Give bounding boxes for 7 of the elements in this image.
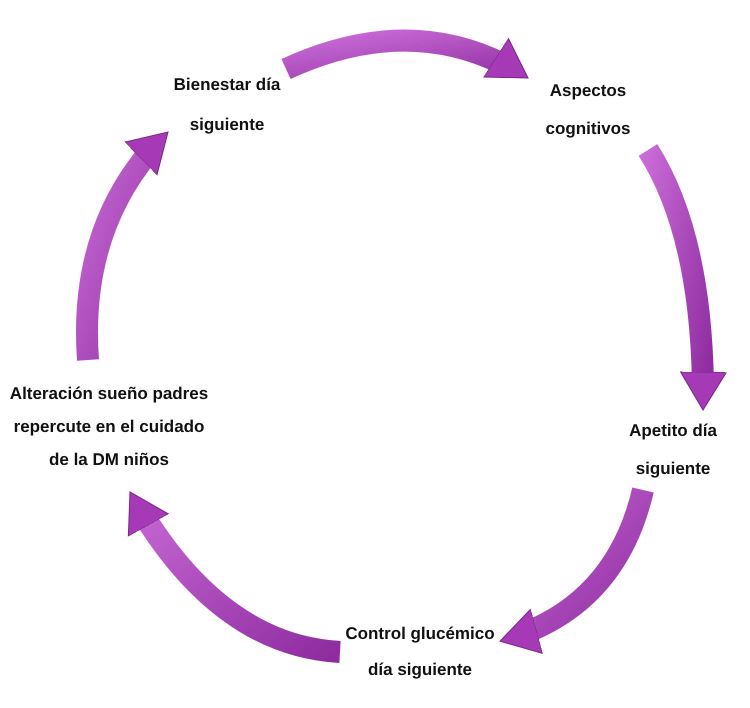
cycle-step-label: Alteración sueño padres repercute en el cuidado de la DM niños bbox=[4, 360, 214, 492]
curved-arrow bbox=[496, 487, 654, 652]
cycle-step-label: Aspectos cognitivos bbox=[528, 70, 648, 150]
cycle-step-label: Control glucémico día siguiente bbox=[340, 598, 500, 706]
cycle-step-label: Bienestar día siguiente bbox=[168, 60, 286, 150]
curved-arrow bbox=[638, 144, 726, 410]
cycle-step-label: Apetito día siguiente bbox=[598, 410, 748, 490]
